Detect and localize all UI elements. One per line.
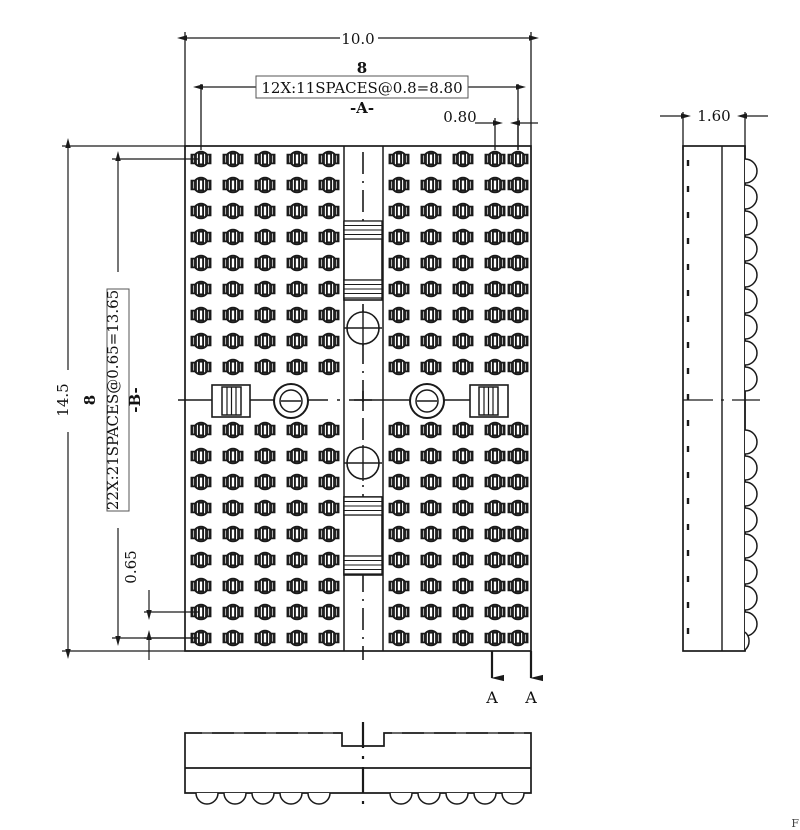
horizontal-pitch-note: 12X:11SPACES@0.8=8.80 xyxy=(261,79,462,97)
center-slot-lower xyxy=(343,496,383,576)
horizontal-pitch-dimension: 12X:11SPACES@0.8=8.80 8 -A- xyxy=(193,59,526,150)
horizontal-datum-count: 8 xyxy=(357,59,367,77)
bottom-view-bumps xyxy=(195,792,525,805)
right-side-view: 1.60 xyxy=(660,107,768,652)
part-center-cross xyxy=(354,391,372,409)
overall-width-dimension: 10.0 xyxy=(177,30,539,150)
vertical-datum-count: 8 xyxy=(81,395,99,405)
center-slot-upper xyxy=(343,220,383,301)
overall-height-dimension: 14.5 xyxy=(54,138,190,659)
vertical-pitch-dimension: 22X:21SPACES@0.65=13.65 8 -B- xyxy=(81,151,198,646)
side-thickness-value: 1.60 xyxy=(697,107,730,125)
top-view xyxy=(178,145,545,660)
overall-width-value: 10.0 xyxy=(341,30,374,48)
center-crosshair-circle-upper xyxy=(344,310,382,346)
keying-feature-left xyxy=(211,384,251,418)
pin-pitch-y-value: 0.65 xyxy=(122,550,140,583)
section-label-right: A xyxy=(524,688,537,707)
section-arrow-left: A xyxy=(485,651,504,707)
vertical-datum-label: -B- xyxy=(126,387,144,412)
section-arrow-right: A xyxy=(524,651,543,707)
center-crosshair-circle-lower xyxy=(344,445,382,481)
keying-feature-right xyxy=(469,384,509,418)
pin-pitch-y-dimension: 0.65 xyxy=(122,550,198,660)
side-view-outline xyxy=(682,145,746,652)
mounting-hole-right xyxy=(409,383,445,419)
section-label-left: A xyxy=(485,688,498,707)
mounting-hole-left xyxy=(273,383,309,419)
overall-height-value: 14.5 xyxy=(54,383,72,416)
horizontal-datum-label: -A- xyxy=(350,99,374,117)
bottom-view-outline xyxy=(184,732,532,794)
vertical-pitch-note: 22X:21SPACES@0.65=13.65 xyxy=(104,290,122,510)
pin-pitch-x-dimension: 0.80 xyxy=(443,108,538,150)
pin-pitch-x-value: 0.80 xyxy=(443,108,476,126)
side-view-bumps-lower xyxy=(744,429,758,651)
corner-mark: F xyxy=(791,819,799,829)
side-thickness-dimension: 1.60 xyxy=(660,107,768,150)
side-view-bumps-upper xyxy=(744,158,758,392)
bottom-view xyxy=(184,722,532,805)
